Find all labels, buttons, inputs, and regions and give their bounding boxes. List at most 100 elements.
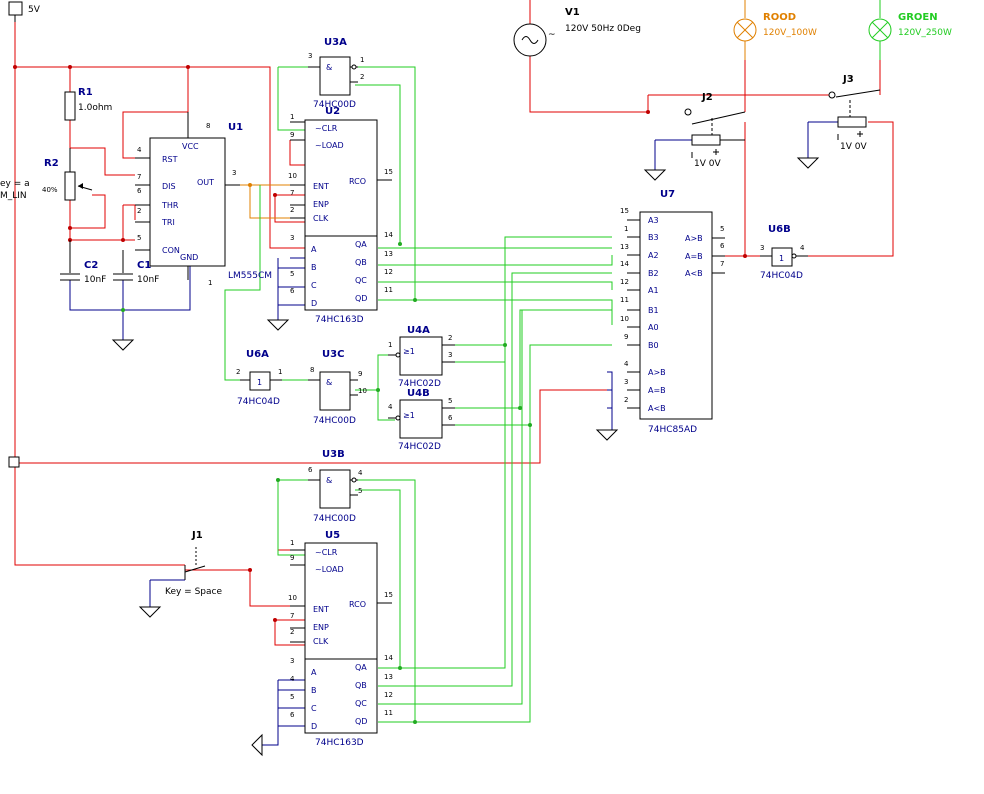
supply-5v[interactable]: 5V [8, 1, 41, 468]
svg-text:4: 4 [624, 360, 629, 368]
u1-pin-con: CON [162, 246, 180, 255]
gate-u4b[interactable]: ≥1 U4B 74HC02D 4 5 6 [388, 388, 455, 452]
u3c-symbol: & [326, 378, 332, 387]
switch-j1[interactable]: J1 Key = Space [165, 530, 222, 597]
gate-u3a[interactable]: & U3A 74HC00D 3 1 2 [308, 37, 364, 110]
u4a-symbol: ≥1 [403, 347, 415, 356]
capacitor-c2[interactable]: C2 10nF [60, 240, 106, 285]
u3b-ref: U3B [322, 449, 345, 460]
gate-u3b[interactable]: & U3B 74HC00D 6 4 5 [308, 449, 363, 524]
j2-value: 1V 0V [694, 159, 721, 169]
u5-pin-clr: ~CLR [315, 548, 338, 557]
svg-text:9: 9 [290, 554, 294, 562]
signal-wires [224, 20, 881, 723]
tilde-glyph: ~ [548, 30, 556, 40]
u5-pin-b: B [311, 686, 317, 695]
lamp-rood[interactable]: ROOD 120V_100W [733, 0, 817, 60]
svg-text:6: 6 [137, 187, 142, 195]
ic-u1-555[interactable]: U1 LM555CM VCC RST DIS THR TRI CON GND O… [135, 112, 272, 287]
u1-part: LM555CM [228, 271, 272, 281]
u5-pin-qc: QC [355, 699, 367, 708]
svg-text:5: 5 [137, 234, 141, 242]
c2-ref: C2 [84, 260, 98, 271]
svg-text:10: 10 [288, 594, 297, 602]
relay-j3[interactable]: J3 1V 0V [828, 74, 881, 152]
svg-text:7: 7 [720, 260, 724, 268]
u7-pin-a0: A0 [648, 323, 659, 332]
svg-text:8: 8 [206, 122, 210, 130]
relay-j2[interactable]: J2 1V 0V [684, 92, 746, 169]
u5-pin-enp: ENP [313, 623, 329, 632]
gate-u6b[interactable]: 1 U6B 74HC04D 3 4 [760, 224, 808, 281]
u7-pin-a2: A2 [648, 251, 659, 260]
u5-pin-clk: CLK [313, 637, 329, 646]
r2-key-line1: ey = a [0, 179, 30, 189]
svg-text:10: 10 [620, 315, 629, 323]
j3-value: 1V 0V [840, 142, 867, 152]
u3a-part: 74HC00D [313, 100, 356, 110]
u6b-symbol: 1 [779, 254, 784, 263]
svg-text:1: 1 [278, 368, 282, 376]
r1-value: 1.0ohm [78, 103, 112, 113]
u1-pin-dis: DIS [162, 182, 176, 191]
svg-text:6: 6 [290, 711, 295, 719]
svg-text:6: 6 [720, 242, 725, 250]
u7-pin-b3: B3 [648, 233, 659, 242]
svg-text:4: 4 [137, 146, 142, 154]
ground-symbols [111, 157, 820, 757]
svg-text:2: 2 [448, 334, 452, 342]
u5-pin-a: A [311, 668, 317, 677]
u5-pin-qd: QD [355, 717, 367, 726]
u2-part: 74HC163D [315, 315, 364, 325]
svg-text:9: 9 [624, 333, 628, 341]
u4b-ref: U4B [407, 388, 430, 399]
svg-text:12: 12 [384, 268, 393, 276]
u2-pin-ent: ENT [313, 182, 329, 191]
svg-text:6: 6 [290, 287, 295, 295]
gate-u4a[interactable]: ≥1 U4A 74HC02D 1 2 3 [388, 325, 455, 389]
svg-text:6: 6 [448, 414, 453, 422]
rood-value: 120V_100W [763, 28, 817, 38]
ic-u5-counter[interactable]: U5 74HC163D ~CLR ~LOAD ENT ENP CLK RCO A… [288, 530, 393, 748]
svg-text:1: 1 [360, 56, 364, 64]
gate-u3c[interactable]: & U3C 74HC00D 8 9 10 [308, 349, 367, 426]
ic-u7-comparator[interactable]: U7 74HC85AD A3 B3 A2 B2 A1 B1 A0 B0 A>B … [620, 189, 725, 435]
u1-pin-rst: RST [162, 155, 178, 164]
svg-text:3: 3 [448, 351, 452, 359]
svg-text:11: 11 [384, 709, 393, 717]
ac-source-v1[interactable]: ~ V1 120V 50Hz 0Deg [513, 7, 641, 57]
svg-text:2: 2 [236, 368, 240, 376]
svg-text:10: 10 [288, 172, 297, 180]
capacitor-c1[interactable]: C1 10nF [113, 250, 159, 285]
j1-ref: J1 [191, 530, 203, 541]
svg-text:13: 13 [620, 243, 629, 251]
svg-text:15: 15 [620, 207, 629, 215]
u6b-ref: U6B [768, 224, 791, 235]
u3c-part: 74HC00D [313, 416, 356, 426]
resistor-r1[interactable]: R1 1.0ohm [64, 87, 112, 121]
u2-pin-b: B [311, 263, 317, 272]
u5-pin-d: D [311, 722, 317, 731]
svg-text:3: 3 [760, 244, 764, 252]
u5-pin-qa: QA [355, 663, 367, 672]
svg-text:9: 9 [358, 370, 362, 378]
svg-text:3: 3 [290, 657, 294, 665]
lamp-groen[interactable]: GROEN 120V_250W [868, 0, 952, 60]
svg-text:1: 1 [290, 539, 294, 547]
svg-text:5: 5 [290, 693, 294, 701]
c2-value: 10nF [84, 275, 106, 285]
gate-u6a[interactable]: 1 U6A 74HC04D 2 1 [236, 349, 282, 407]
svg-text:2: 2 [624, 396, 628, 404]
u3b-symbol: & [326, 476, 332, 485]
ic-u2-counter[interactable]: U2 74HC163D ~CLR ~LOAD ENT ENP CLK RCO A… [288, 106, 393, 325]
svg-text:3: 3 [290, 234, 294, 242]
u3a-ref: U3A [324, 37, 347, 48]
svg-text:14: 14 [620, 260, 629, 268]
svg-text:1: 1 [208, 279, 212, 287]
u7-pin-gt-in: A>B [648, 368, 666, 377]
svg-text:5: 5 [448, 397, 452, 405]
u2-pin-qd: QD [355, 294, 367, 303]
r1-ref: R1 [78, 87, 93, 98]
potentiometer-r2[interactable]: R2 40% ey = a M_LIN [0, 148, 93, 201]
